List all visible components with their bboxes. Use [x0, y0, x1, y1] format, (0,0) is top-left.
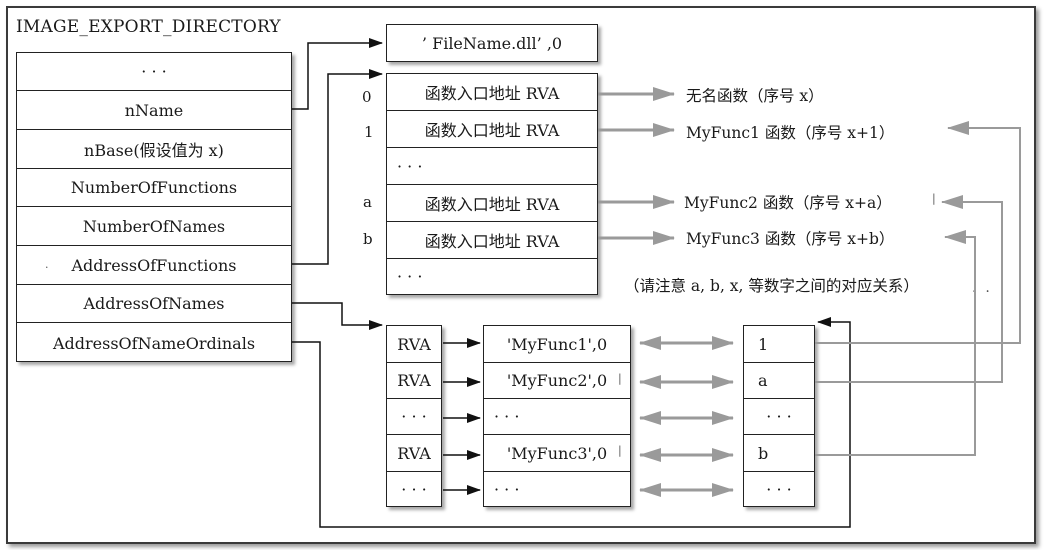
export-field-address-of-name-ordinals: AddressOfNameOrdinals — [52, 333, 256, 353]
function-label-myfunc2: MyFunc2 函数（序号 x+a） — [684, 194, 892, 212]
filename-text: ’ FileName.dll’ ,0 — [421, 33, 563, 53]
name-pointer-row-ellipsis-2: · · · — [401, 479, 427, 499]
name-string-myfunc2: 'MyFunc2',0 — [484, 363, 630, 399]
function-index-b: b — [363, 230, 373, 248]
ordinal-b-backlink — [815, 230, 976, 456]
function-row-a: 函数入口地址 RVA — [387, 185, 597, 222]
ordinal-ellipsis-2: · · · — [766, 479, 792, 499]
name-pointer-row-1: RVA — [387, 326, 441, 363]
function-index-1: 1 — [364, 123, 374, 141]
stray-dots: . . — [972, 280, 990, 296]
function-index-a: a — [363, 193, 372, 211]
ordinal-1: 1 — [744, 326, 814, 363]
diagram-title: IMAGE_EXPORT_DIRECTORY — [16, 17, 281, 37]
ordinals-table: 1 a · · · b · · · — [743, 325, 815, 507]
name-string-myfunc3: 'MyFunc3',0 — [484, 435, 630, 472]
function-row-b: 函数入口地址 RVA — [387, 222, 597, 259]
export-field-nbase: nBase(假设值为 x) — [17, 130, 291, 169]
stray-dot: . — [45, 258, 49, 271]
address-of-functions-arrow — [292, 69, 383, 265]
name-string-ellipsis-2: · · · — [494, 479, 520, 499]
ordinal-a-backlink — [815, 195, 1003, 383]
name-pointer-table: RVA RVA · · · RVA · · · — [386, 325, 442, 507]
correspondence-note: （请注意 a, b, x, 等数字之间的对应关系） — [624, 277, 919, 295]
name-string-ellipsis: · · · — [484, 399, 630, 435]
address-of-names-arrow — [292, 302, 383, 330]
address-of-name-ordinals-arrow — [292, 317, 851, 528]
export-field-number-of-names: NumberOfNames — [17, 207, 291, 246]
function-label-unnamed: 无名函数（序号 x） — [686, 87, 824, 105]
export-directory-box: · · · nName nBase(假设值为 x) NumberOfFuncti… — [16, 52, 292, 362]
ordinal-a: a — [744, 363, 814, 399]
export-field-nname: nName — [17, 91, 291, 130]
function-index-0: 0 — [362, 88, 372, 106]
function-row-0: 函数入口地址 RVA — [387, 74, 597, 111]
function-row-ellipsis: · · · — [387, 148, 597, 185]
function-label-myfunc1: MyFunc1 函数（序号 x+1） — [686, 124, 895, 142]
export-field-address-of-functions: AddressOfFunctions — [17, 246, 291, 285]
name-string-myfunc1: 'MyFunc1',0 — [484, 326, 630, 363]
stray-mark-3: | — [618, 444, 622, 457]
stray-mark-2: | — [618, 372, 622, 385]
stray-mark: | — [932, 192, 936, 205]
export-field-address-of-names: AddressOfNames — [17, 285, 291, 323]
nname-to-filename-arrow — [292, 38, 383, 110]
export-field-ellipsis: · · · — [17, 53, 291, 91]
name-strings-table: 'MyFunc1',0 'MyFunc2',0 · · · 'MyFunc3',… — [483, 325, 631, 507]
export-field-number-of-functions: NumberOfFunctions — [17, 169, 291, 207]
ordinal-1-backlink — [815, 121, 1021, 344]
name-pointer-row-ellipsis: · · · — [387, 399, 441, 435]
function-address-table: 函数入口地址 RVA 函数入口地址 RVA · · · 函数入口地址 RVA 函… — [386, 73, 598, 295]
name-pointer-row-3: RVA — [387, 435, 441, 472]
function-label-myfunc3: MyFunc3 函数（序号 x+b） — [686, 230, 895, 248]
filename-box: ’ FileName.dll’ ,0 — [386, 24, 598, 62]
name-pointer-row-2: RVA — [387, 363, 441, 399]
ordinal-ellipsis: · · · — [744, 399, 814, 435]
function-row-1: 函数入口地址 RVA — [387, 111, 597, 148]
ordinal-b: b — [744, 435, 814, 472]
function-row-ellipsis-2: · · · — [397, 267, 423, 286]
